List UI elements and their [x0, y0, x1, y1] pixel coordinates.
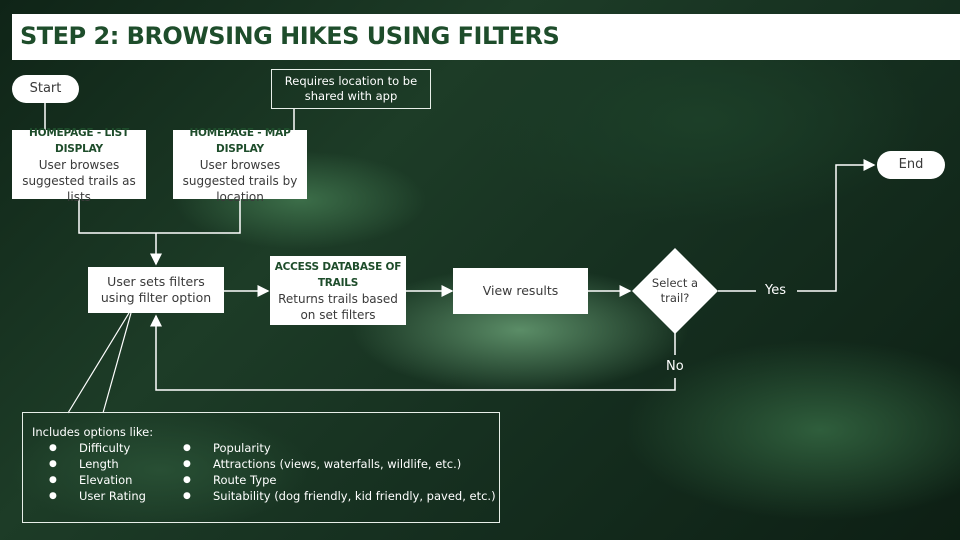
list-display-body: User browses suggested trails as lists: [22, 157, 136, 204]
yes-label: Yes: [765, 283, 786, 298]
title-bar: STEP 2: BROWSING HIKES USING FILTERS: [12, 14, 960, 60]
view-results-text: View results: [482, 283, 559, 298]
map-display-node: HOMEPAGE - MAP DISPLAY User browses sugg…: [173, 127, 307, 204]
list-display-title: HOMEPAGE - LIST DISPLAY: [29, 126, 129, 155]
connector-yes-to-end: [797, 159, 876, 292]
filter-option-item: Suitability (dog friendly, kid friendly,…: [183, 488, 496, 504]
filter-options-right-list: Popularity Attractions (views, waterfall…: [183, 440, 496, 504]
no-label: No: [666, 359, 684, 374]
filter-option-item: Difficulty: [49, 440, 146, 456]
view-results-node: View results: [453, 268, 588, 314]
end-label: End: [898, 157, 924, 172]
filter-options-intro: Includes options like:: [32, 425, 154, 439]
list-display-node: HOMEPAGE - LIST DISPLAY User browses sug…: [12, 127, 146, 204]
filter-option-item: Popularity: [183, 440, 496, 456]
filter-option-item: Elevation: [49, 472, 146, 488]
decision-label: Select a trail?: [651, 276, 699, 305]
location-note: Requires location to be shared with app: [271, 69, 431, 109]
decision-diamond: [632, 248, 718, 334]
location-note-text: Requires location to be shared with app: [284, 74, 418, 103]
connector-list-merge: [78, 199, 241, 234]
access-db-node: ACCESS DATABASE OF TRAILS Returns trails…: [270, 256, 406, 325]
access-db-body: Returns trails based on set filters: [278, 291, 398, 322]
filter-options-callout: Includes options like: Difficulty Length…: [22, 412, 500, 523]
map-display-title: HOMEPAGE - MAP DISPLAY: [189, 126, 291, 155]
filter-option-item: User Rating: [49, 488, 146, 504]
filter-option-item: Route Type: [183, 472, 496, 488]
filter-option-item: Length: [49, 456, 146, 472]
callout-line-left: [67, 312, 130, 414]
access-db-title: ACCESS DATABASE OF TRAILS: [274, 260, 402, 289]
callout-line-right: [102, 312, 132, 414]
set-filters-text: User sets filters using filter option: [100, 274, 212, 305]
filter-option-item: Attractions (views, waterfalls, wildlife…: [183, 456, 496, 472]
start-node: Start: [12, 75, 79, 103]
filter-options-left-list: Difficulty Length Elevation User Rating: [49, 440, 146, 504]
set-filters-node: User sets filters using filter option: [88, 267, 224, 313]
page-title: STEP 2: BROWSING HIKES USING FILTERS: [20, 22, 560, 50]
start-label: Start: [29, 81, 62, 96]
map-display-body: User browses suggested trails by locatio…: [182, 157, 298, 204]
end-node: End: [877, 151, 945, 179]
connector-no-to-filters: [150, 314, 676, 391]
